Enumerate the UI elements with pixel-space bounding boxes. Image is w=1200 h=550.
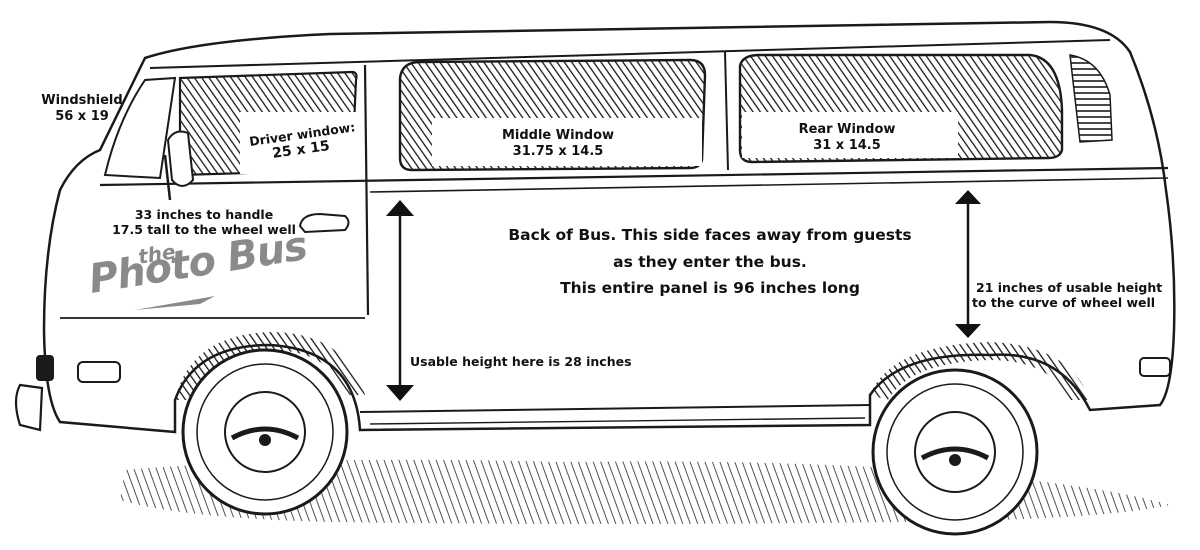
front-wheel [181,348,349,516]
panel-note: Back of Bus. This side faces away from g… [480,222,940,302]
front-indicator [77,361,121,383]
middle-window-label: Middle Window 31.75 x 14.5 [478,128,638,159]
panel-note-line1: Back of Bus. This side faces away from g… [508,226,912,244]
middle-window-title: Middle Window [501,128,615,143]
panel-note-line3: This entire panel is 96 inches long [560,279,860,298]
usable-height-right-line2: to the curve of wheel well [972,295,1156,310]
handle-note-line1: 33 inches to handle [134,207,274,222]
handle-note: 33 inches to handle 17.5 tall to the whe… [94,207,314,237]
panel-note-line2: as they enter the bus. [613,252,807,271]
arrow-usable-height-left [386,200,414,401]
arrow-usable-height-right [955,190,981,338]
tail-light [1139,357,1171,377]
side-mirror [166,130,195,187]
usable-height-right-line1: 21 inches of usable height [976,280,1163,295]
rear-window-label: Rear Window 31 x 14.5 [772,122,922,153]
usable-height-right-label: 21 inches of usable height to the curve … [972,280,1172,310]
handle-note-line2: 17.5 tall to the wheel well [112,222,296,237]
middle-window-size: 31.75 x 14.5 [512,143,604,159]
logo-swoosh [135,296,215,310]
windshield-title: Windshield [41,93,123,108]
usable-height-left-label: Usable height here is 28 inches [410,354,632,369]
windshield-label: Windshield 56 x 19 [34,93,130,124]
rear-window-title: Rear Window [798,122,896,137]
headlight [36,355,54,381]
windshield-glass [103,76,177,180]
windshield-size: 56 x 19 [55,108,109,124]
door-handle [298,212,350,234]
rear-window-size: 31 x 14.5 [813,137,881,153]
rear-wheel [871,368,1039,536]
rear-vents [1069,54,1113,143]
front-bumper [14,383,44,432]
